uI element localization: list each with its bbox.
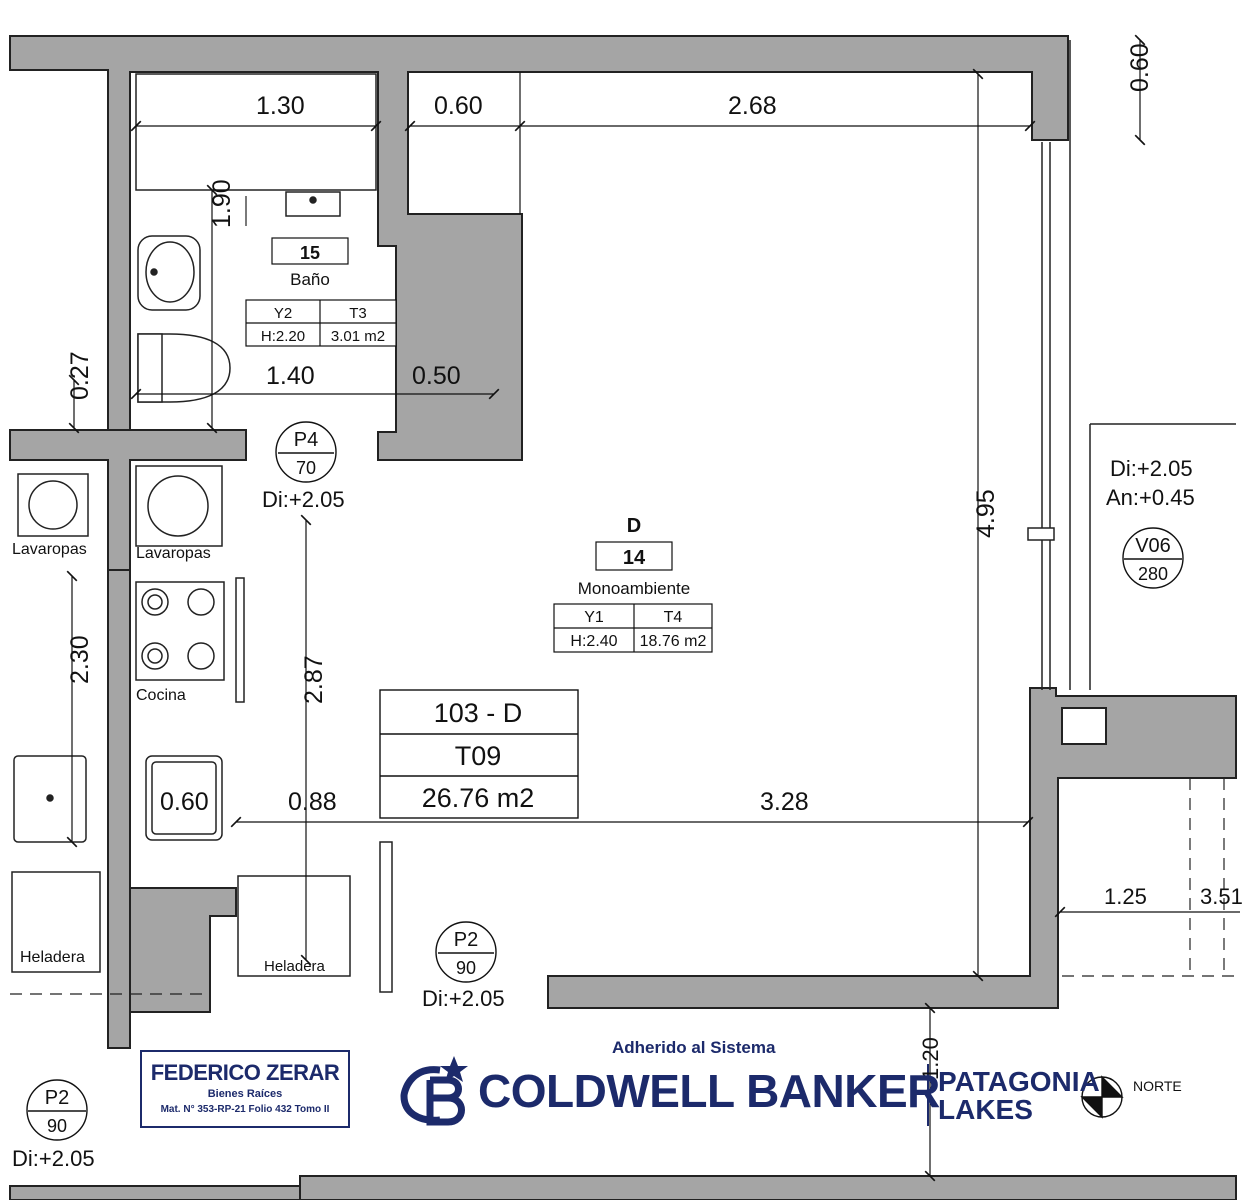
main-label-boxes bbox=[553, 541, 713, 653]
bath-height: H:2.20 bbox=[261, 328, 305, 345]
dim-027: 0.27 bbox=[66, 351, 94, 400]
main-room-labels: D 14 Monoambiente Y1 T4 H:2.40 18.76 m2 bbox=[570, 515, 706, 650]
dim-230: 2.30 bbox=[66, 635, 94, 684]
p2-corner-code: P2 bbox=[45, 1087, 69, 1109]
unit-labels: 103 - D T09 26.76 m2 bbox=[422, 698, 535, 813]
north-arrow bbox=[1080, 1075, 1124, 1119]
fridge-left bbox=[11, 871, 101, 973]
p2-main-tag bbox=[435, 921, 497, 983]
bath-number: 15 bbox=[300, 243, 320, 263]
window-jamb bbox=[1027, 40, 1236, 690]
patagonia-lakes-logo: PATAGONIA LAKES bbox=[938, 1068, 1100, 1124]
bath-area: 3.01 m2 bbox=[331, 328, 385, 345]
architect-name: FEDERICO ZERAR bbox=[150, 1060, 340, 1085]
dim-060-right: 0.60 bbox=[1126, 43, 1154, 92]
wall-bottom-right bbox=[299, 1175, 1237, 1200]
fridge-main bbox=[237, 875, 351, 977]
opening-labels: P4 70 Di:+2.05 P2 90 Di:+2.05 P2 90 Di:+… bbox=[12, 429, 1195, 1171]
fridge-left-label: Heladera bbox=[20, 949, 85, 966]
patagonia-line-1: PATAGONIA bbox=[938, 1066, 1100, 1097]
dimension-lines bbox=[66, 34, 1240, 1182]
patagonia-line-2: LAKES bbox=[938, 1094, 1033, 1125]
coldwell-banker-logo: COLDWELL BANKER bbox=[478, 1065, 940, 1117]
main-finish-a: Y1 bbox=[584, 609, 604, 626]
main-finish-b: T4 bbox=[664, 609, 683, 626]
main-letter: D bbox=[627, 515, 641, 537]
dim-088: 0.88 bbox=[288, 788, 337, 816]
dim-328: 3.28 bbox=[760, 788, 809, 816]
p2-corner-sill: Di:+2.05 bbox=[12, 1146, 95, 1171]
wall-column-right bbox=[1061, 707, 1107, 745]
main-name: Monoambiente bbox=[578, 579, 690, 598]
architect-role: Bienes Raíces bbox=[207, 1088, 283, 1100]
fridge-main-label: Heladera bbox=[264, 958, 326, 975]
bath-sink-top bbox=[285, 191, 341, 217]
bath-label-boxes bbox=[245, 237, 397, 347]
bath-labels: 15 Baño Y2 T3 H:2.20 3.01 m2 bbox=[261, 243, 385, 345]
coldwell-logo-icon bbox=[400, 1056, 468, 1126]
p2-main-width: 90 bbox=[456, 958, 476, 978]
p2-corner-tag bbox=[26, 1079, 88, 1141]
dim-130: 1.30 bbox=[256, 92, 305, 120]
main-number: 14 bbox=[623, 547, 646, 569]
shower-tray bbox=[135, 73, 377, 191]
architect-registration: Mat. N° 353-RP-21 Folio 432 Tomo II bbox=[160, 1104, 330, 1115]
p2-main-code: P2 bbox=[454, 929, 478, 951]
unit-label-box bbox=[379, 689, 579, 819]
dim-268: 2.68 bbox=[728, 92, 777, 120]
opening-tags bbox=[26, 421, 1184, 1141]
adherido-text: Adherido al Sistema bbox=[612, 1038, 776, 1057]
dim-125: 1.25 bbox=[1104, 884, 1147, 909]
dim-060-top: 0.60 bbox=[434, 92, 483, 120]
p4-code: P4 bbox=[294, 429, 318, 451]
dim-190: 1.90 bbox=[208, 179, 236, 228]
dim-140: 1.40 bbox=[266, 362, 315, 390]
v06-tag bbox=[1122, 527, 1184, 589]
bath-finish-a: Y2 bbox=[274, 305, 292, 322]
north-label: NORTE bbox=[1133, 1078, 1182, 1094]
dashed-lines bbox=[10, 778, 1236, 995]
washer-main-label: Lavaropas bbox=[136, 545, 211, 562]
bath-name: Baño bbox=[290, 270, 330, 289]
v06-sill: Di:+2.05 bbox=[1110, 456, 1193, 481]
dim-060-sink: 0.60 bbox=[160, 788, 209, 816]
fixture-labels: Lavaropas Lavaropas Cocina Heladera Hela… bbox=[12, 541, 326, 975]
bath-finish-b: T3 bbox=[349, 305, 367, 322]
unit-type: T09 bbox=[455, 741, 502, 771]
laundry-fixtures bbox=[17, 465, 223, 547]
main-area: 18.76 m2 bbox=[640, 633, 707, 650]
unit-area: 26.76 m2 bbox=[422, 783, 535, 813]
dim-050: 0.50 bbox=[412, 362, 461, 390]
p2-corner-width: 90 bbox=[47, 1116, 67, 1136]
wall-right-lower bbox=[547, 687, 1237, 1009]
dim-351: 3.51 bbox=[1200, 884, 1243, 909]
dim-287: 2.87 bbox=[300, 655, 328, 704]
wall-bottom-left bbox=[9, 1185, 301, 1200]
unit-code: 103 - D bbox=[434, 698, 523, 728]
walls bbox=[9, 35, 1237, 1200]
dim-120: 1.20 bbox=[918, 1037, 943, 1080]
kitchen-label: Cocina bbox=[136, 687, 186, 704]
p4-tag bbox=[275, 421, 337, 483]
architect-stamp: FEDERICO ZERAR Bienes Raíces Mat. N° 353… bbox=[140, 1050, 350, 1128]
v06-height: An:+0.45 bbox=[1106, 485, 1195, 510]
dimension-labels: 1.30 0.60 2.68 0.60 1.90 1.40 0.50 0.27 … bbox=[66, 43, 1243, 1080]
main-height: H:2.40 bbox=[570, 633, 617, 650]
bath-fixtures bbox=[135, 73, 377, 403]
v06-code: V06 bbox=[1135, 535, 1171, 557]
p4-width: 70 bbox=[296, 458, 316, 478]
v06-width: 280 bbox=[1138, 564, 1168, 584]
wall-kitchen-left bbox=[107, 569, 131, 1049]
door-leaf-p2 bbox=[379, 841, 393, 993]
p4-sill: Di:+2.05 bbox=[262, 487, 345, 512]
p2-main-sill: Di:+2.05 bbox=[422, 986, 505, 1011]
washer-left-label: Lavaropas bbox=[12, 541, 87, 558]
dim-495: 4.95 bbox=[972, 489, 1000, 538]
wall-fridge-left bbox=[129, 887, 237, 1013]
